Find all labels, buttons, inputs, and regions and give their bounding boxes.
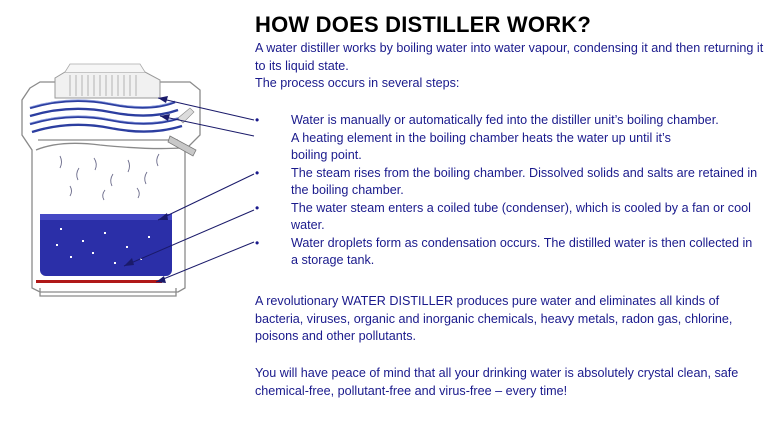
bullet-icon: • bbox=[255, 200, 260, 215]
step-item-1: • Water is manually or automatically fed… bbox=[255, 112, 771, 130]
intro-steps-text: The process occurs in several steps: bbox=[255, 76, 460, 90]
step-text-4: The water steam enters a coiled tube (co… bbox=[291, 200, 751, 233]
step-text-1: Water is manually or automatically fed i… bbox=[291, 113, 719, 127]
heating-element bbox=[36, 280, 162, 283]
intro-text: A water distiller works by boiling water… bbox=[255, 41, 764, 73]
condenser-coil bbox=[29, 99, 183, 134]
condenser-highlight bbox=[29, 99, 181, 124]
bullet-icon: • bbox=[255, 165, 260, 180]
steps-list: • Water is manually or automatically fed… bbox=[255, 112, 771, 270]
step-item-2: A heating element in the boiling chamber… bbox=[255, 130, 771, 165]
bullet-icon: • bbox=[255, 113, 260, 127]
description-paragraph: A revolutionary WATER DISTILLER produces… bbox=[255, 294, 733, 343]
page-title: HOW DOES DISTILLER WORK? bbox=[255, 12, 592, 37]
outlet-spout bbox=[167, 107, 197, 157]
step-text-3: The steam rises from the boiling chamber… bbox=[291, 165, 758, 198]
distiller-body bbox=[21, 81, 201, 297]
step-item-4: • The water steam enters a coiled tube (… bbox=[255, 200, 771, 235]
distiller-illustration bbox=[21, 63, 255, 297]
boiling-water bbox=[40, 214, 172, 276]
closing-paragraph: You will have peace of mind that all you… bbox=[255, 366, 739, 398]
intro-paragraph: A water distiller works by boiling water… bbox=[255, 40, 770, 93]
step-item-3: • The steam rises from the boiling chamb… bbox=[255, 165, 771, 200]
step-text-5: Water droplets form as condensation occu… bbox=[291, 235, 753, 268]
bullet-icon: • bbox=[255, 235, 260, 250]
pointer-lines bbox=[123, 97, 255, 283]
steam-wisps bbox=[59, 153, 160, 201]
step-text-2: A heating element in the boiling chamber… bbox=[291, 130, 671, 163]
fan-grille bbox=[69, 75, 137, 96]
step-item-5: • Water droplets form as condensation oc… bbox=[255, 235, 771, 270]
distiller-lid bbox=[54, 63, 161, 99]
pointer-arrowheads bbox=[124, 96, 170, 283]
